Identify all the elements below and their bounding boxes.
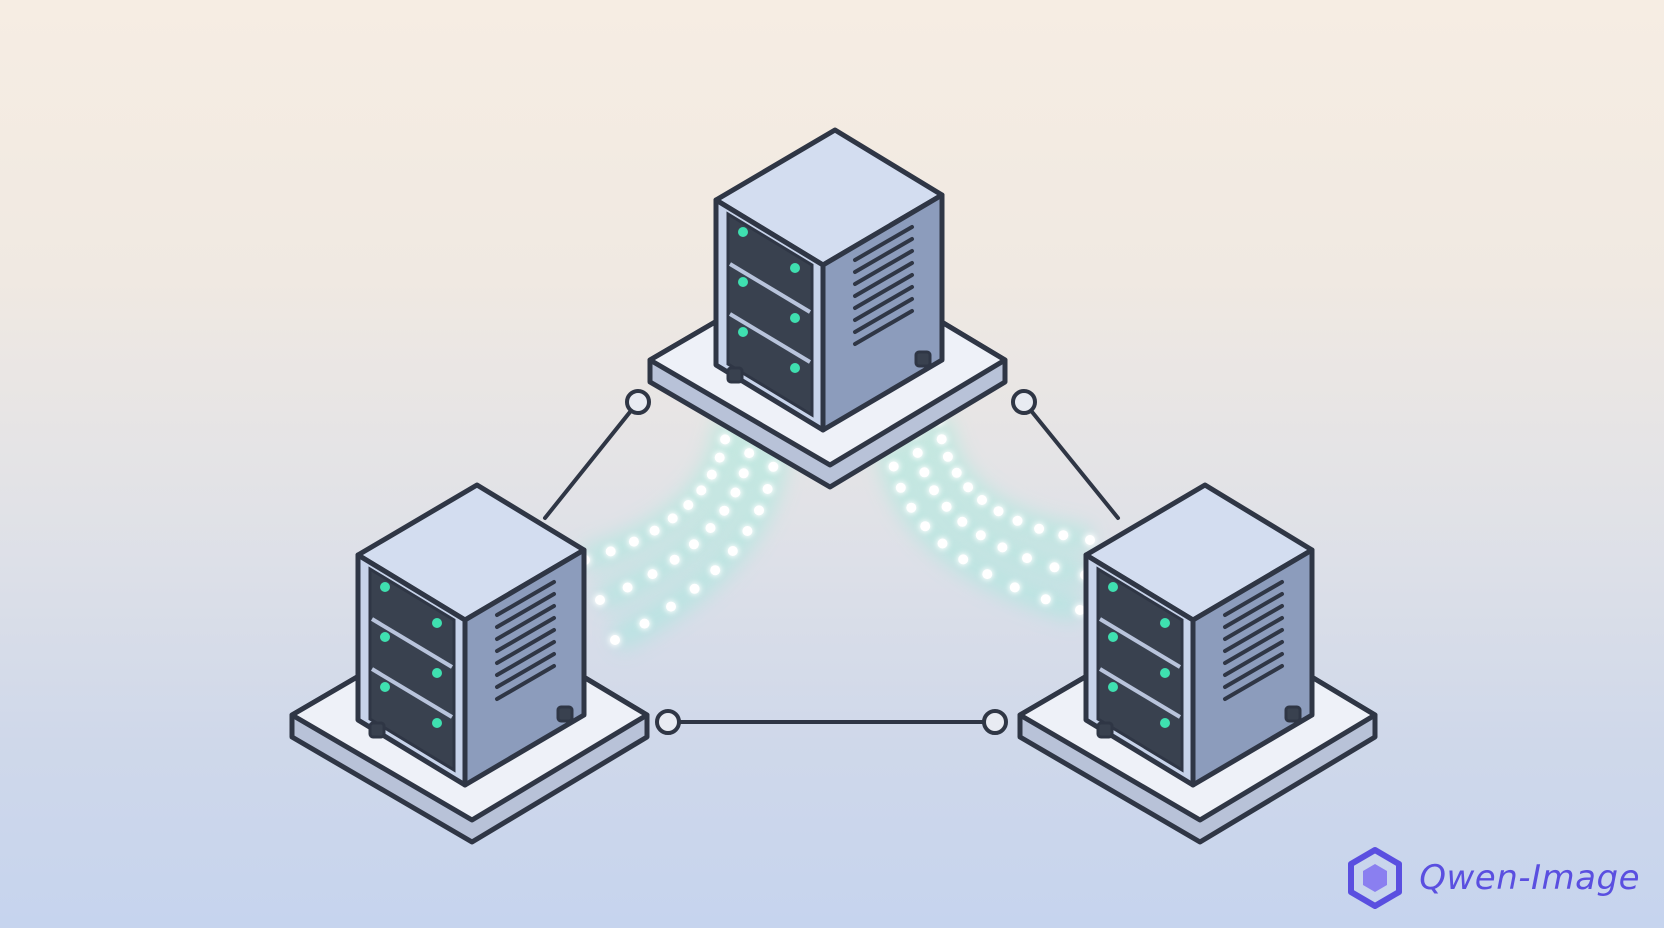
stream-top-left-dot-core [683, 500, 694, 510]
stream-top-left [579, 414, 789, 652]
stream-top-right-dot-core [1058, 530, 1069, 541]
stream-top-left-dot-core [706, 469, 717, 480]
stream-top-right-dot-core [937, 538, 948, 549]
stream-top-left-dot-core [610, 635, 620, 645]
link-node-top-left [625, 389, 651, 415]
stream-top-left-dot-core [754, 505, 764, 516]
stream-top-left-dot-core [762, 484, 773, 494]
stream-top-right-dot-core [951, 467, 962, 478]
link-top-right [1022, 400, 1120, 520]
stream-top-right-dot-core [957, 516, 968, 527]
stream-top-right-dot-core [906, 502, 917, 513]
stream-top-right-dot-core [1075, 605, 1085, 615]
stream-top-right-dot-core [929, 485, 939, 496]
network-links [543, 389, 1120, 735]
stream-top-left-dot-core [649, 525, 660, 536]
data-streams [579, 414, 1096, 652]
stream-top-left-dot-core [768, 461, 779, 472]
watermark: Qwen-Image [1343, 846, 1640, 910]
stream-top-right-dot-core [1009, 582, 1020, 593]
stream-top-right-dot-core [1085, 535, 1095, 545]
link-node-top-right [1011, 389, 1037, 415]
server-left [292, 485, 647, 842]
stream-top-right [877, 414, 1096, 623]
stream-top-right-dot-core [920, 521, 931, 532]
stream-top-left-dot-core [744, 448, 755, 459]
stream-top-right-dot-core [1022, 553, 1032, 564]
stream-top-left-dot-core [622, 582, 633, 593]
stream-top-left-dot-core [727, 546, 738, 556]
stream-top-right-dot-core [958, 554, 969, 565]
stream-top-right-dot-core [1034, 523, 1045, 534]
stream-top-left-dot-core [689, 583, 700, 594]
watermark-text: Qwen-Image [1419, 858, 1640, 898]
stream-top-right-dot-core [912, 447, 923, 458]
stream-top-left-dot-core [628, 536, 639, 547]
stream-top-right-dot-core [919, 467, 930, 478]
stream-top-right-dot-core [975, 530, 986, 541]
stream-top-right-dot-core [993, 506, 1004, 517]
stream-top-left-dot-core [639, 618, 650, 629]
stream-top-right-dot-core [982, 569, 993, 580]
link-top-left [543, 400, 640, 520]
stream-top-left-dot-core [742, 526, 753, 536]
stream-top-left-dot-core [720, 434, 731, 445]
stream-top-right-dot-core [895, 482, 906, 493]
qwen-logo-icon [1348, 847, 1403, 909]
stream-top-left-dot-core [719, 505, 730, 516]
stream-top-right-dot-core [936, 434, 947, 445]
stream-top-left-dot-core [688, 539, 699, 550]
stream-top-left-dot-core [738, 468, 749, 479]
stream-top-right-dot-core [888, 461, 899, 472]
stream-top-left-dot-core [669, 554, 680, 565]
stream-top-left-dot-core [647, 569, 658, 580]
stream-top-left-dot-core [696, 485, 707, 496]
stream-top-right-dot-core [1040, 594, 1051, 605]
stream-top-right-dot-core [977, 495, 987, 505]
stream-top-right-dot-core [997, 542, 1008, 553]
stream-top-left-dot-core [710, 565, 721, 576]
stream-top-right-dot-core [941, 501, 952, 512]
stream-top-left-dot-core [605, 546, 616, 557]
stream-top-left-dot-core [730, 487, 741, 498]
stream-top-left-dot-core [714, 452, 725, 463]
stream-top-right-dot-core [963, 482, 974, 493]
stream-top-right-dot-core [1049, 562, 1060, 573]
stream-top-left-dot-core [667, 513, 678, 524]
stream-top-left-dot-core [666, 601, 676, 612]
stream-top-left-dot-core [595, 595, 605, 605]
stream-top-right-dot-core [942, 451, 953, 462]
stream-top-right-dot-core [1012, 515, 1023, 526]
stream-top-left-dot-core [705, 523, 716, 533]
link-node-bottom-left [655, 709, 681, 735]
link-node-bottom-right [982, 709, 1008, 735]
